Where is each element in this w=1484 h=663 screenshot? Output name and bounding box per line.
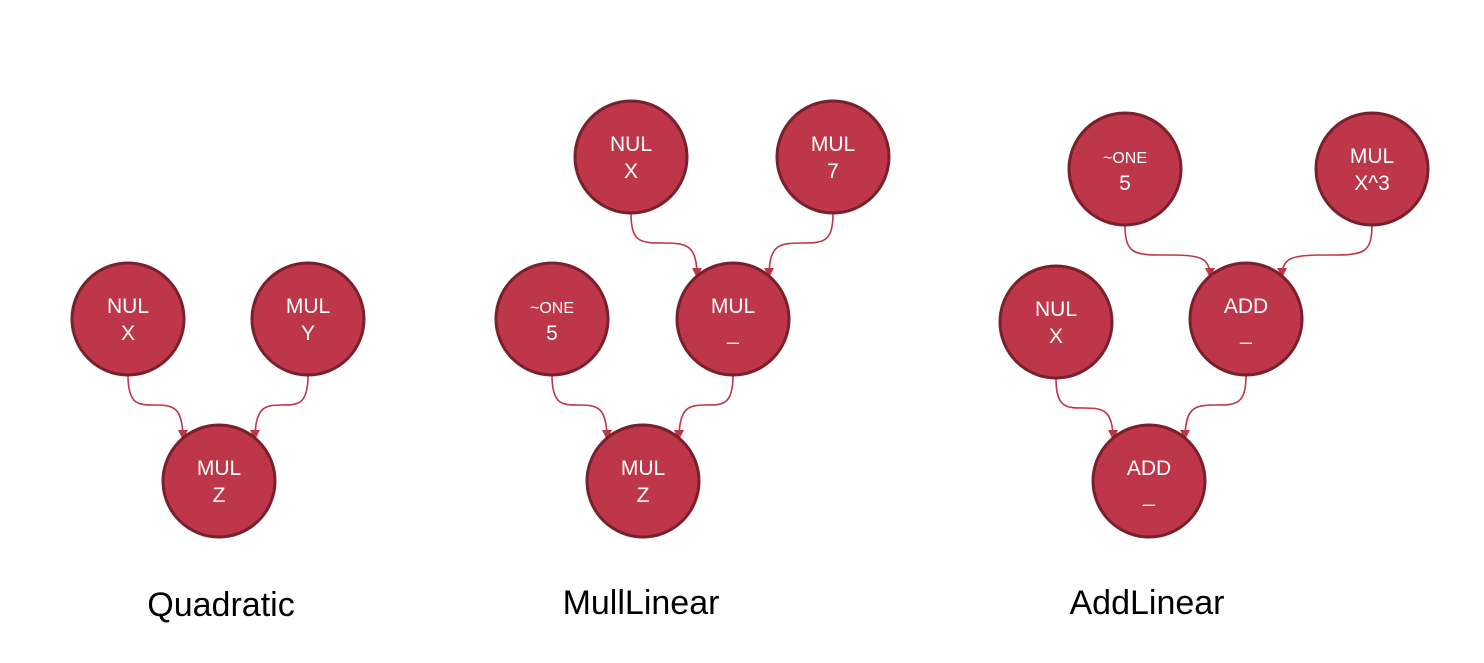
node-label-type: MUL xyxy=(197,457,241,480)
edge-q2-to-q3 xyxy=(250,374,309,440)
node-m2: MUL 7 xyxy=(775,99,891,215)
node-circle xyxy=(161,423,277,539)
node-label-type: MUL xyxy=(711,295,755,318)
node-label-type: NUL xyxy=(1035,298,1077,321)
node-label-type: MUL xyxy=(811,133,855,156)
node-circle xyxy=(70,261,186,377)
edge-m4-to-m5 xyxy=(674,374,734,440)
node-q1: NUL X xyxy=(70,261,186,377)
node-m4: MUL _ xyxy=(675,261,791,377)
node-circle xyxy=(250,261,366,377)
edge-q1-to-q3 xyxy=(127,374,188,440)
caption-addlinear: AddLinear xyxy=(1069,584,1225,622)
node-circle xyxy=(1067,111,1183,227)
node-label-type: MUL xyxy=(1350,145,1394,168)
edge-m2-to-m4 xyxy=(764,212,834,278)
node-label-value: X xyxy=(624,160,638,183)
node-label-type: MUL xyxy=(286,295,330,318)
node-label-value: _ xyxy=(726,322,739,345)
node-m1: NUL X xyxy=(573,99,689,215)
node-label-value: 5 xyxy=(1119,172,1131,195)
node-circle xyxy=(573,99,689,215)
node-label-value: _ xyxy=(1142,484,1155,507)
node-label-value: Y xyxy=(301,322,315,345)
caption-mulllinear: MullLinear xyxy=(562,584,720,622)
node-label-value: 7 xyxy=(827,160,839,183)
node-label-type: NUL xyxy=(610,133,652,156)
node-label-value: _ xyxy=(1239,322,1252,345)
edge-a2-to-a4 xyxy=(1277,224,1373,278)
node-m3: ~ONE 5 xyxy=(494,261,610,377)
node-circle xyxy=(775,99,891,215)
node-circle xyxy=(998,264,1114,380)
caption-quadratic: Quadratic xyxy=(147,586,295,624)
node-circle xyxy=(1314,111,1430,227)
node-a4: ADD _ xyxy=(1188,261,1304,377)
edge-m1-to-m4 xyxy=(630,212,702,278)
node-label-type: ~ONE xyxy=(530,300,574,317)
node-a3: NUL X xyxy=(998,264,1114,380)
node-label-value: Z xyxy=(637,484,650,507)
node-label-type: ~ONE xyxy=(1103,150,1147,167)
edge-a4-to-a5 xyxy=(1180,374,1247,440)
node-m5: MUL Z xyxy=(585,423,701,539)
node-label-value: X xyxy=(121,322,135,345)
edge-a1-to-a4 xyxy=(1124,224,1215,278)
node-circle xyxy=(675,261,791,377)
node-label-type: ADD xyxy=(1224,295,1268,318)
node-label-value: 5 xyxy=(546,322,558,345)
node-circle xyxy=(1091,423,1207,539)
node-circle xyxy=(494,261,610,377)
node-label-value: Z xyxy=(213,484,226,507)
node-circle xyxy=(585,423,701,539)
node-label-value: X xyxy=(1049,325,1063,348)
node-a5: ADD _ xyxy=(1091,423,1207,539)
node-label-type: MUL xyxy=(621,457,665,480)
node-label-type: ADD xyxy=(1127,457,1171,480)
node-label-type: NUL xyxy=(107,295,149,318)
edge-m3-to-m5 xyxy=(551,374,612,440)
node-a1: ~ONE 5 xyxy=(1067,111,1183,227)
node-q2: MUL Y xyxy=(250,261,366,377)
node-q3: MUL Z xyxy=(161,423,277,539)
node-a2: MUL X^3 xyxy=(1314,111,1430,227)
node-circle xyxy=(1188,261,1304,377)
edge-a3-to-a5 xyxy=(1055,377,1118,440)
node-label-value: X^3 xyxy=(1354,172,1390,195)
